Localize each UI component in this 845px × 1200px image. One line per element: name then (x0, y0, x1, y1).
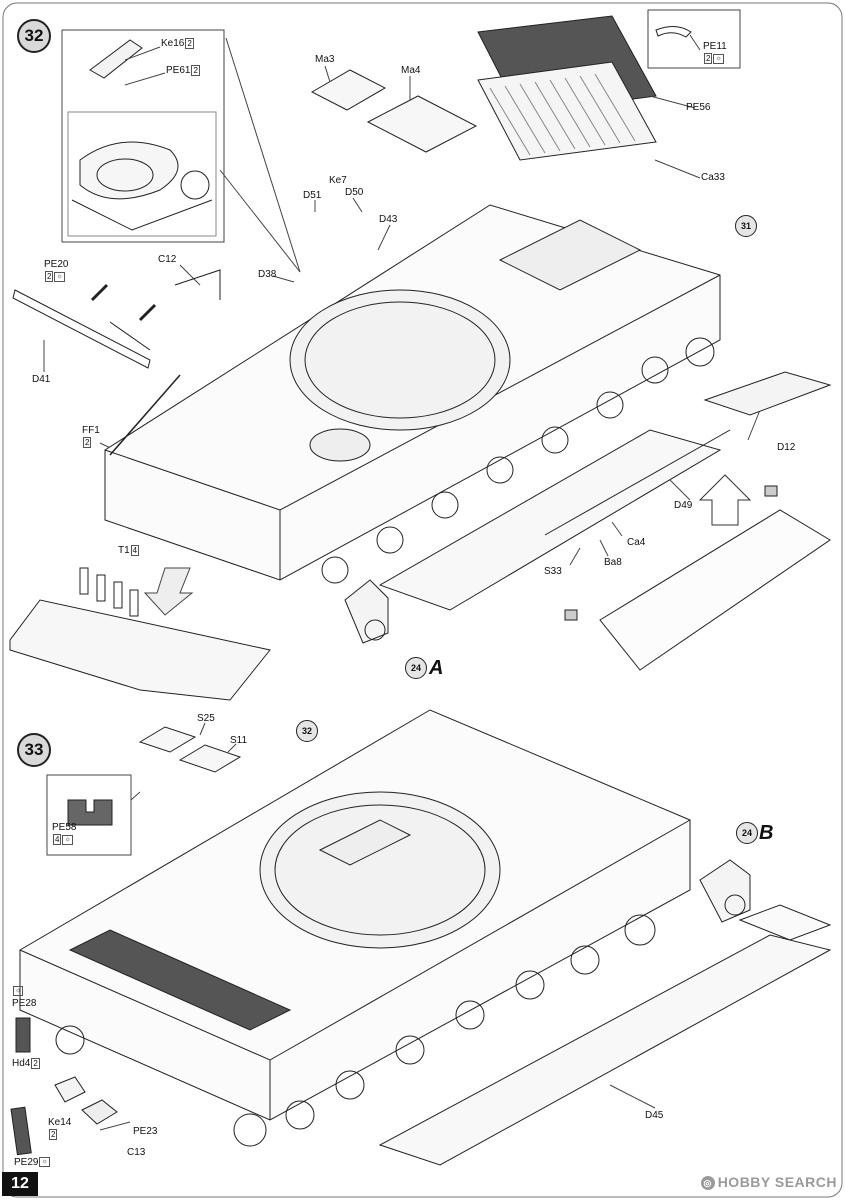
part-label-c12: C12 (158, 254, 177, 265)
part-label-pe28: ☼PE28 (12, 986, 37, 1009)
part-label-s33: S33 (544, 566, 562, 577)
photo-etch-icon: ☼ (62, 834, 73, 845)
step-number-32: 32 (17, 19, 51, 53)
part-label-ca4: Ca4 (627, 537, 646, 548)
hatch-detail-drawing (71, 39, 213, 231)
photo-etch-icon: ☼ (54, 271, 65, 282)
part-label-d50: D50 (345, 187, 364, 198)
part-label-pe56: PE56 (686, 102, 711, 113)
reference-step-24: 24 (405, 657, 427, 679)
page-number: 12 (2, 1172, 38, 1196)
part-label-pe29: PE29☼ (14, 1157, 50, 1168)
part-label-d45: D45 (645, 1110, 664, 1121)
reference-letter-a: A (429, 657, 444, 679)
part-label-d49: D49 (674, 500, 693, 511)
reference-step-32: 32 (296, 720, 318, 742)
part-label-d12: D12 (777, 442, 796, 453)
part-label-s11: S11 (230, 735, 248, 746)
part-label-pe23: PE23 (133, 1126, 158, 1137)
part-label-ma3: Ma3 (315, 54, 335, 65)
part-label-d51: D51 (303, 190, 322, 201)
part-label-ca33: Ca33 (701, 172, 725, 183)
watermark-logo-icon: ◎ (700, 1176, 715, 1191)
photo-etch-icon: ☼ (13, 986, 24, 997)
watermark: ◎HOBBY SEARCH (700, 1174, 837, 1191)
photo-etch-icon: ☼ (39, 1157, 50, 1168)
hull-drawing-32 (104, 204, 721, 584)
part-label-d38: D38 (258, 269, 277, 280)
part-label-d41: D41 (32, 374, 51, 385)
photo-etch-icon: ☼ (713, 53, 724, 64)
hull-drawing-33 (19, 709, 691, 1147)
reference-letter-b: B (759, 822, 774, 844)
part-label-d43: D43 (379, 214, 398, 225)
step-number-33: 33 (17, 733, 51, 767)
part-label-s25: S25 (197, 713, 215, 724)
reference-step-31: 31 (735, 215, 757, 237)
part-label-ba8: Ba8 (604, 557, 622, 568)
part-label-ma4: Ma4 (401, 65, 421, 76)
reference-step-24-b: 24 (736, 822, 758, 844)
part-label-c13: C13 (127, 1147, 146, 1158)
part-label-ke7: Ke7 (329, 175, 347, 186)
